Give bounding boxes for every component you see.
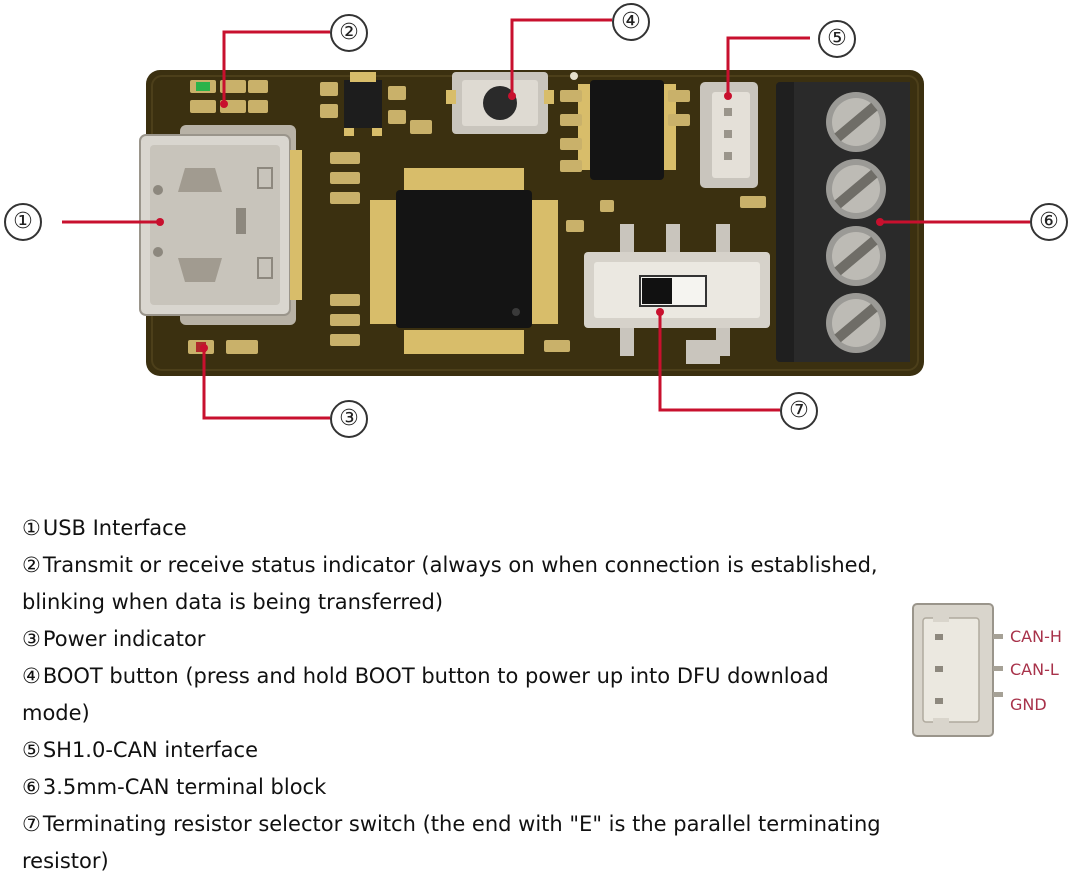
- pin-label-can-h: CAN-H: [1010, 627, 1062, 646]
- terminating-resistor-switch: [544, 196, 770, 364]
- connector-pinout-diagram: [912, 603, 1003, 737]
- green-led: [196, 82, 210, 91]
- legend-item-terminal-block: ⑥3.5mm-CAN terminal block: [22, 775, 327, 799]
- status-led-group: [190, 80, 268, 113]
- callout-5: ⑤: [818, 20, 856, 58]
- boot-button: [446, 72, 554, 134]
- legend-item-termination-switch: ⑦Terminating resistor selector switch (t…: [22, 812, 881, 873]
- sh1-can-connector: [700, 82, 758, 188]
- callout-1: ①: [4, 203, 42, 241]
- can-transceiver-chip: [560, 72, 690, 180]
- callout-2: ②: [330, 14, 368, 52]
- voltage-regulator: [344, 72, 382, 136]
- pin-label-can-l: CAN-L: [1010, 660, 1059, 679]
- legend-item-power-indicator: ③Power indicator: [22, 627, 206, 651]
- legend-list: ①USB Interface ②Transmit or receive stat…: [22, 510, 882, 880]
- legend-item-status-indicator: ②Transmit or receive status indicator (a…: [22, 553, 878, 614]
- pcb-board-diagram: [62, 18, 1030, 420]
- passives-left: [320, 82, 432, 346]
- callout-4: ④: [612, 3, 650, 41]
- usb-c-connector: [139, 125, 302, 325]
- callout-leader-lines: [62, 18, 1030, 420]
- legend-item-usb: ①USB Interface: [22, 516, 187, 540]
- legend-item-sh1-can: ⑤SH1.0-CAN interface: [22, 738, 258, 762]
- pin-label-gnd: GND: [1010, 695, 1047, 714]
- callout-3: ③: [330, 400, 368, 438]
- callout-7: ⑦: [780, 392, 818, 430]
- callout-6: ⑥: [1030, 203, 1068, 241]
- legend-item-boot-button: ④BOOT button (press and hold BOOT button…: [22, 664, 829, 725]
- mcu-chip: [370, 168, 558, 354]
